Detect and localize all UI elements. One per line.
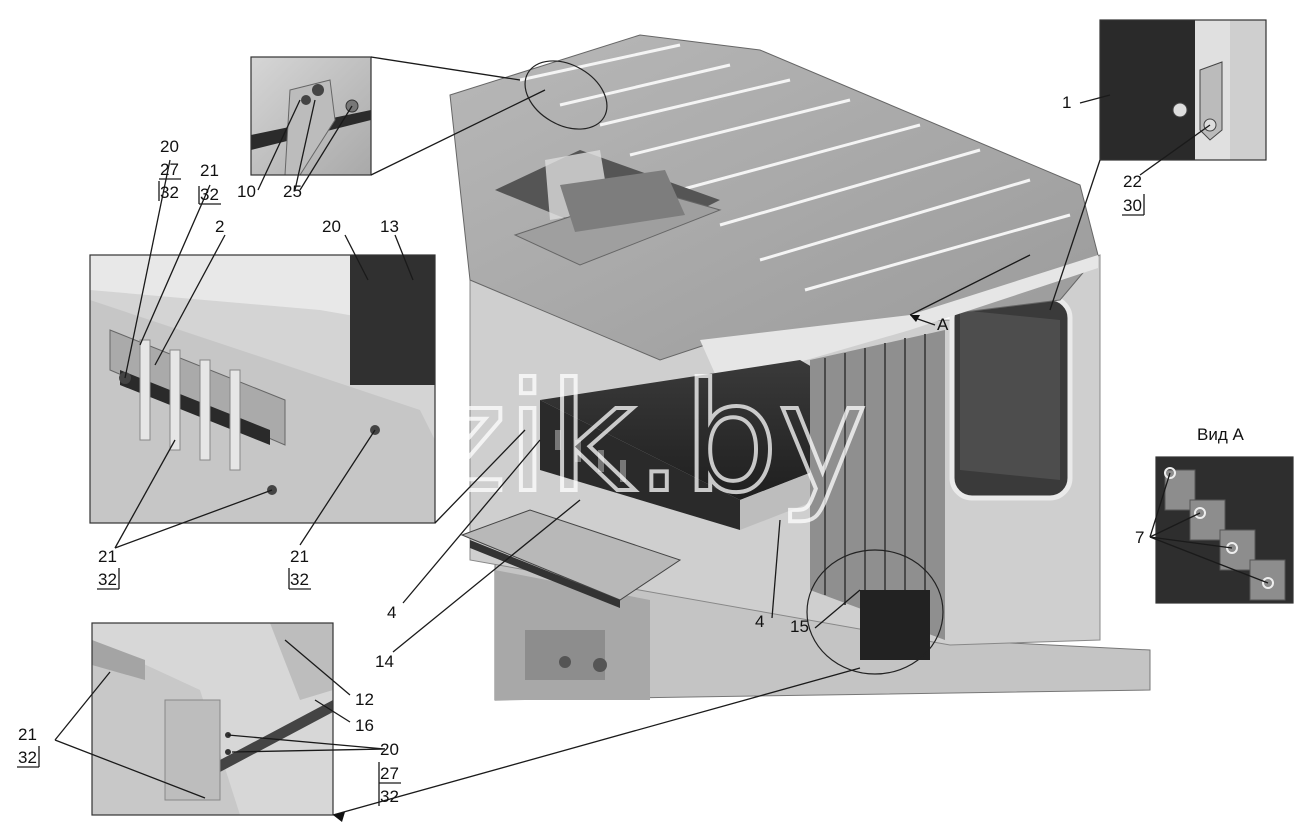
callout-21: 21 — [18, 725, 37, 744]
callout-15: 15 — [790, 617, 809, 636]
callout-13: 13 — [380, 217, 399, 236]
callout-32: 32 — [18, 748, 37, 767]
callout-10: 10 — [237, 182, 256, 201]
view-marker-label: А — [937, 315, 949, 334]
detail-shelf-mount — [89, 254, 436, 524]
detail-connectors — [332, 56, 1101, 816]
callout-32: 32 — [200, 185, 219, 204]
callout-32: 32 — [380, 787, 399, 806]
callout-1: 1 — [1062, 93, 1071, 112]
callout-32: 32 — [98, 570, 117, 589]
callouts: 10 25 20 27 32 21 32 2 20 13 21 32 21 32… — [17, 93, 1145, 806]
callout-21: 21 — [98, 547, 117, 566]
callout-21: 21 — [200, 161, 219, 180]
callout-25: 25 — [283, 182, 302, 201]
detail-window-hinge — [1099, 19, 1267, 161]
callout-4: 4 — [755, 612, 764, 631]
cab-body — [449, 34, 1151, 701]
callout-7: 7 — [1135, 528, 1144, 547]
callout-30: 30 — [1123, 196, 1142, 215]
callout-12: 12 — [355, 690, 374, 709]
callout-14: 14 — [375, 652, 394, 671]
leader-lines — [54, 94, 1269, 799]
curtain — [810, 330, 945, 660]
callout-2: 2 — [215, 217, 224, 236]
callout-16: 16 — [355, 716, 374, 735]
callout-20: 20 — [160, 137, 179, 156]
callout-22: 22 — [1123, 172, 1142, 191]
callout-32: 32 — [160, 183, 179, 202]
roof-ribs — [519, 43, 1071, 292]
view-a-title: Вид А — [1197, 425, 1244, 444]
detail-curtain-rail — [91, 622, 334, 816]
roof — [449, 34, 1099, 361]
callout-4: 4 — [387, 603, 396, 622]
callout-27: 27 — [380, 764, 399, 783]
view-a-detail — [1155, 456, 1294, 604]
callout-20: 20 — [380, 740, 399, 759]
callout-27: 27 — [160, 160, 179, 179]
callout-20: 20 — [322, 217, 341, 236]
view-a-marker: А — [910, 315, 949, 334]
callout-32: 32 — [290, 570, 309, 589]
callout-21: 21 — [290, 547, 309, 566]
